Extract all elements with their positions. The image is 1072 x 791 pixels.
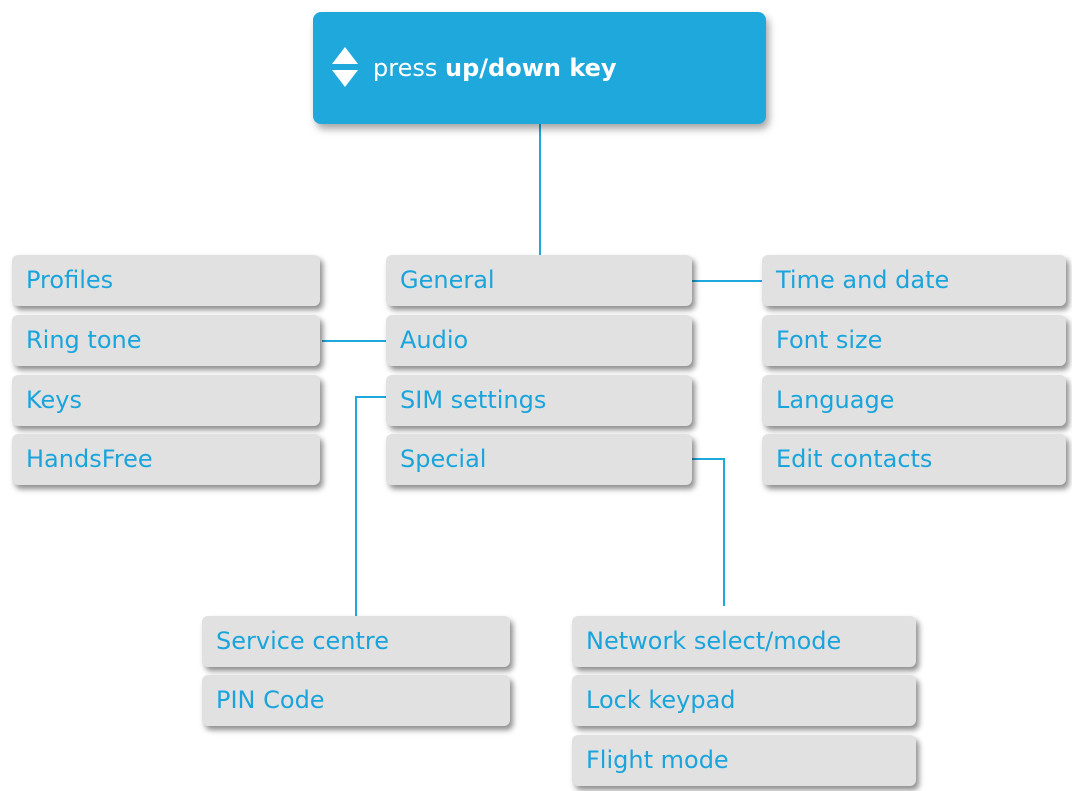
submenu-item-network-select: Network select/mode <box>572 616 916 667</box>
connector-sim-servicecentre <box>355 396 386 622</box>
menu-item-edit-contacts: Edit contacts <box>762 434 1066 485</box>
submenu-item-pin-code: PIN Code <box>202 675 510 726</box>
menu-item-ring-tone: Ring tone <box>12 315 320 366</box>
instruction-key: up/down key <box>445 54 617 82</box>
submenu-item-flight-mode: Flight mode <box>572 735 916 786</box>
menu-item-keys: Keys <box>12 375 320 426</box>
menu-item-sim-settings: SIM settings <box>386 375 692 426</box>
submenu-item-lock-keypad: Lock keypad <box>572 675 916 726</box>
menu-item-time-and-date: Time and date <box>762 255 1066 306</box>
menu-item-special: Special <box>386 434 692 485</box>
menu-item-handsfree: HandsFree <box>12 434 320 485</box>
instruction-header: press up/down key <box>313 12 766 124</box>
up-down-arrows-icon <box>332 47 358 87</box>
menu-item-general: General <box>386 255 692 306</box>
submenu-item-service-centre: Service centre <box>202 616 510 667</box>
menu-item-font-size: Font size <box>762 315 1066 366</box>
connector-special-network <box>690 458 725 606</box>
menu-item-profiles: Profiles <box>12 255 320 306</box>
instruction-text: press up/down key <box>373 12 617 124</box>
menu-item-language: Language <box>762 375 1066 426</box>
menu-item-audio: Audio <box>386 315 692 366</box>
instruction-prefix: press <box>373 54 438 82</box>
